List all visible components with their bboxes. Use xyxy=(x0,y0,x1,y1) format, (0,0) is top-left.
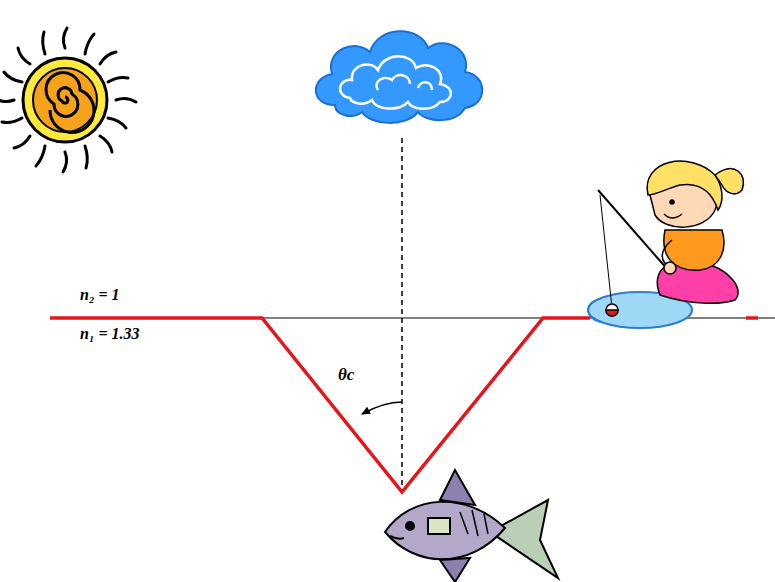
sun-picture xyxy=(0,28,136,172)
fish-picture xyxy=(385,470,558,582)
normal-line xyxy=(401,138,403,490)
light-ray-stub xyxy=(746,316,758,320)
refractive-index-label: n₂ = 1 xyxy=(80,286,120,304)
angle-arc xyxy=(362,402,402,414)
girl-picture xyxy=(588,161,743,328)
cloud-picture xyxy=(316,31,482,123)
refractive-index-label: n₁ = 1.33 xyxy=(80,325,140,343)
light-cone xyxy=(50,318,590,492)
critical-angle-label: θc xyxy=(338,366,354,385)
